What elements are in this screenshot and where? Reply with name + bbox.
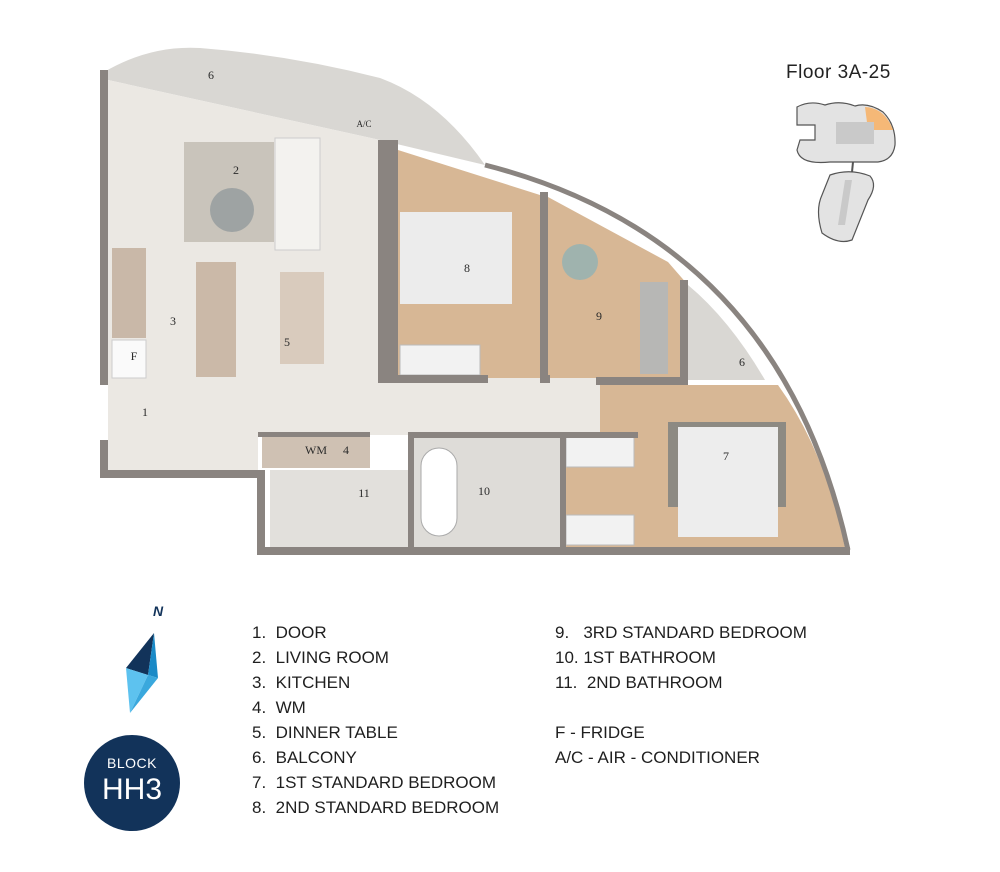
armchair-9 xyxy=(562,244,598,280)
legend-item: 11. 2ND BATHROOM xyxy=(555,673,723,692)
fridge xyxy=(111,339,147,379)
room-label-8: 8 xyxy=(464,261,470,275)
room-label-3: 3 xyxy=(170,314,176,328)
wm-area xyxy=(262,435,370,468)
legend-item: 4. WM xyxy=(252,698,306,717)
wardrobe-7a xyxy=(565,436,635,468)
wardrobe-8 xyxy=(399,344,481,376)
bathroom-11-floor xyxy=(270,470,410,547)
wardrobe-7b xyxy=(565,514,635,546)
room-label-5: 5 xyxy=(284,335,290,349)
sofa xyxy=(274,137,321,251)
legend-item: 9. 3RD STANDARD BEDROOM xyxy=(555,623,807,642)
legend-item: 5. DINNER TABLE xyxy=(252,723,398,742)
balcony-top xyxy=(104,47,485,166)
bed-7 xyxy=(678,427,778,537)
block-badge: BLOCK HH3 xyxy=(84,735,180,831)
key-plan xyxy=(796,102,896,243)
kitchen-island xyxy=(196,262,236,377)
legend-right: 9. 3RD STANDARD BEDROOM 10. 1ST BATHROOM… xyxy=(555,620,807,770)
block-name: HH3 xyxy=(101,773,162,806)
legend-item: A/C - AIR - CONDITIONER xyxy=(555,748,760,767)
ac-label: A/C xyxy=(356,119,371,129)
room-label-9: 9 xyxy=(596,309,602,323)
wm-label: WM xyxy=(305,443,327,457)
dining-table xyxy=(280,272,324,364)
room-label-1: 1 xyxy=(142,405,148,419)
legend-left: 1. DOOR 2. LIVING ROOM 3. KITCHEN 4. WM … xyxy=(252,620,499,820)
fridge-label: F xyxy=(131,349,138,363)
room-label-4: 4 xyxy=(343,443,349,457)
kitchen-counter xyxy=(112,248,146,338)
desk-9 xyxy=(640,282,668,374)
block-label: BLOCK xyxy=(107,755,157,771)
legend-item: 2. LIVING ROOM xyxy=(252,648,389,667)
room-label-2: 2 xyxy=(233,163,239,177)
room-label-6-right: 6 xyxy=(739,355,745,369)
bathtub xyxy=(420,447,458,537)
legend-spacer xyxy=(555,695,807,720)
compass-north-label: N xyxy=(153,603,164,619)
floor-title: Floor 3A-25 xyxy=(786,62,891,83)
room-label-10: 10 xyxy=(478,484,490,498)
bed-8 xyxy=(400,212,512,304)
compass-icon xyxy=(126,633,158,713)
balcony-right xyxy=(688,285,765,380)
outer-facade xyxy=(484,162,851,551)
legend-item: 1. DOOR xyxy=(252,623,327,642)
legend-item: 8. 2ND STANDARD BEDROOM xyxy=(252,798,500,817)
room-label-11: 11 xyxy=(358,486,370,500)
room-label-6-top: 6 xyxy=(208,68,214,82)
room-label-7: 7 xyxy=(723,449,729,463)
coffee-table xyxy=(210,188,254,232)
walls xyxy=(100,70,850,555)
legend-item: F - FRIDGE xyxy=(555,723,645,742)
legend-item: 3. KITCHEN xyxy=(252,673,351,692)
legend-item: 6. BALCONY xyxy=(252,748,357,767)
legend-item: 7. 1ST STANDARD BEDROOM xyxy=(252,773,497,792)
legend-item: 10. 1ST BATHROOM xyxy=(555,648,716,667)
